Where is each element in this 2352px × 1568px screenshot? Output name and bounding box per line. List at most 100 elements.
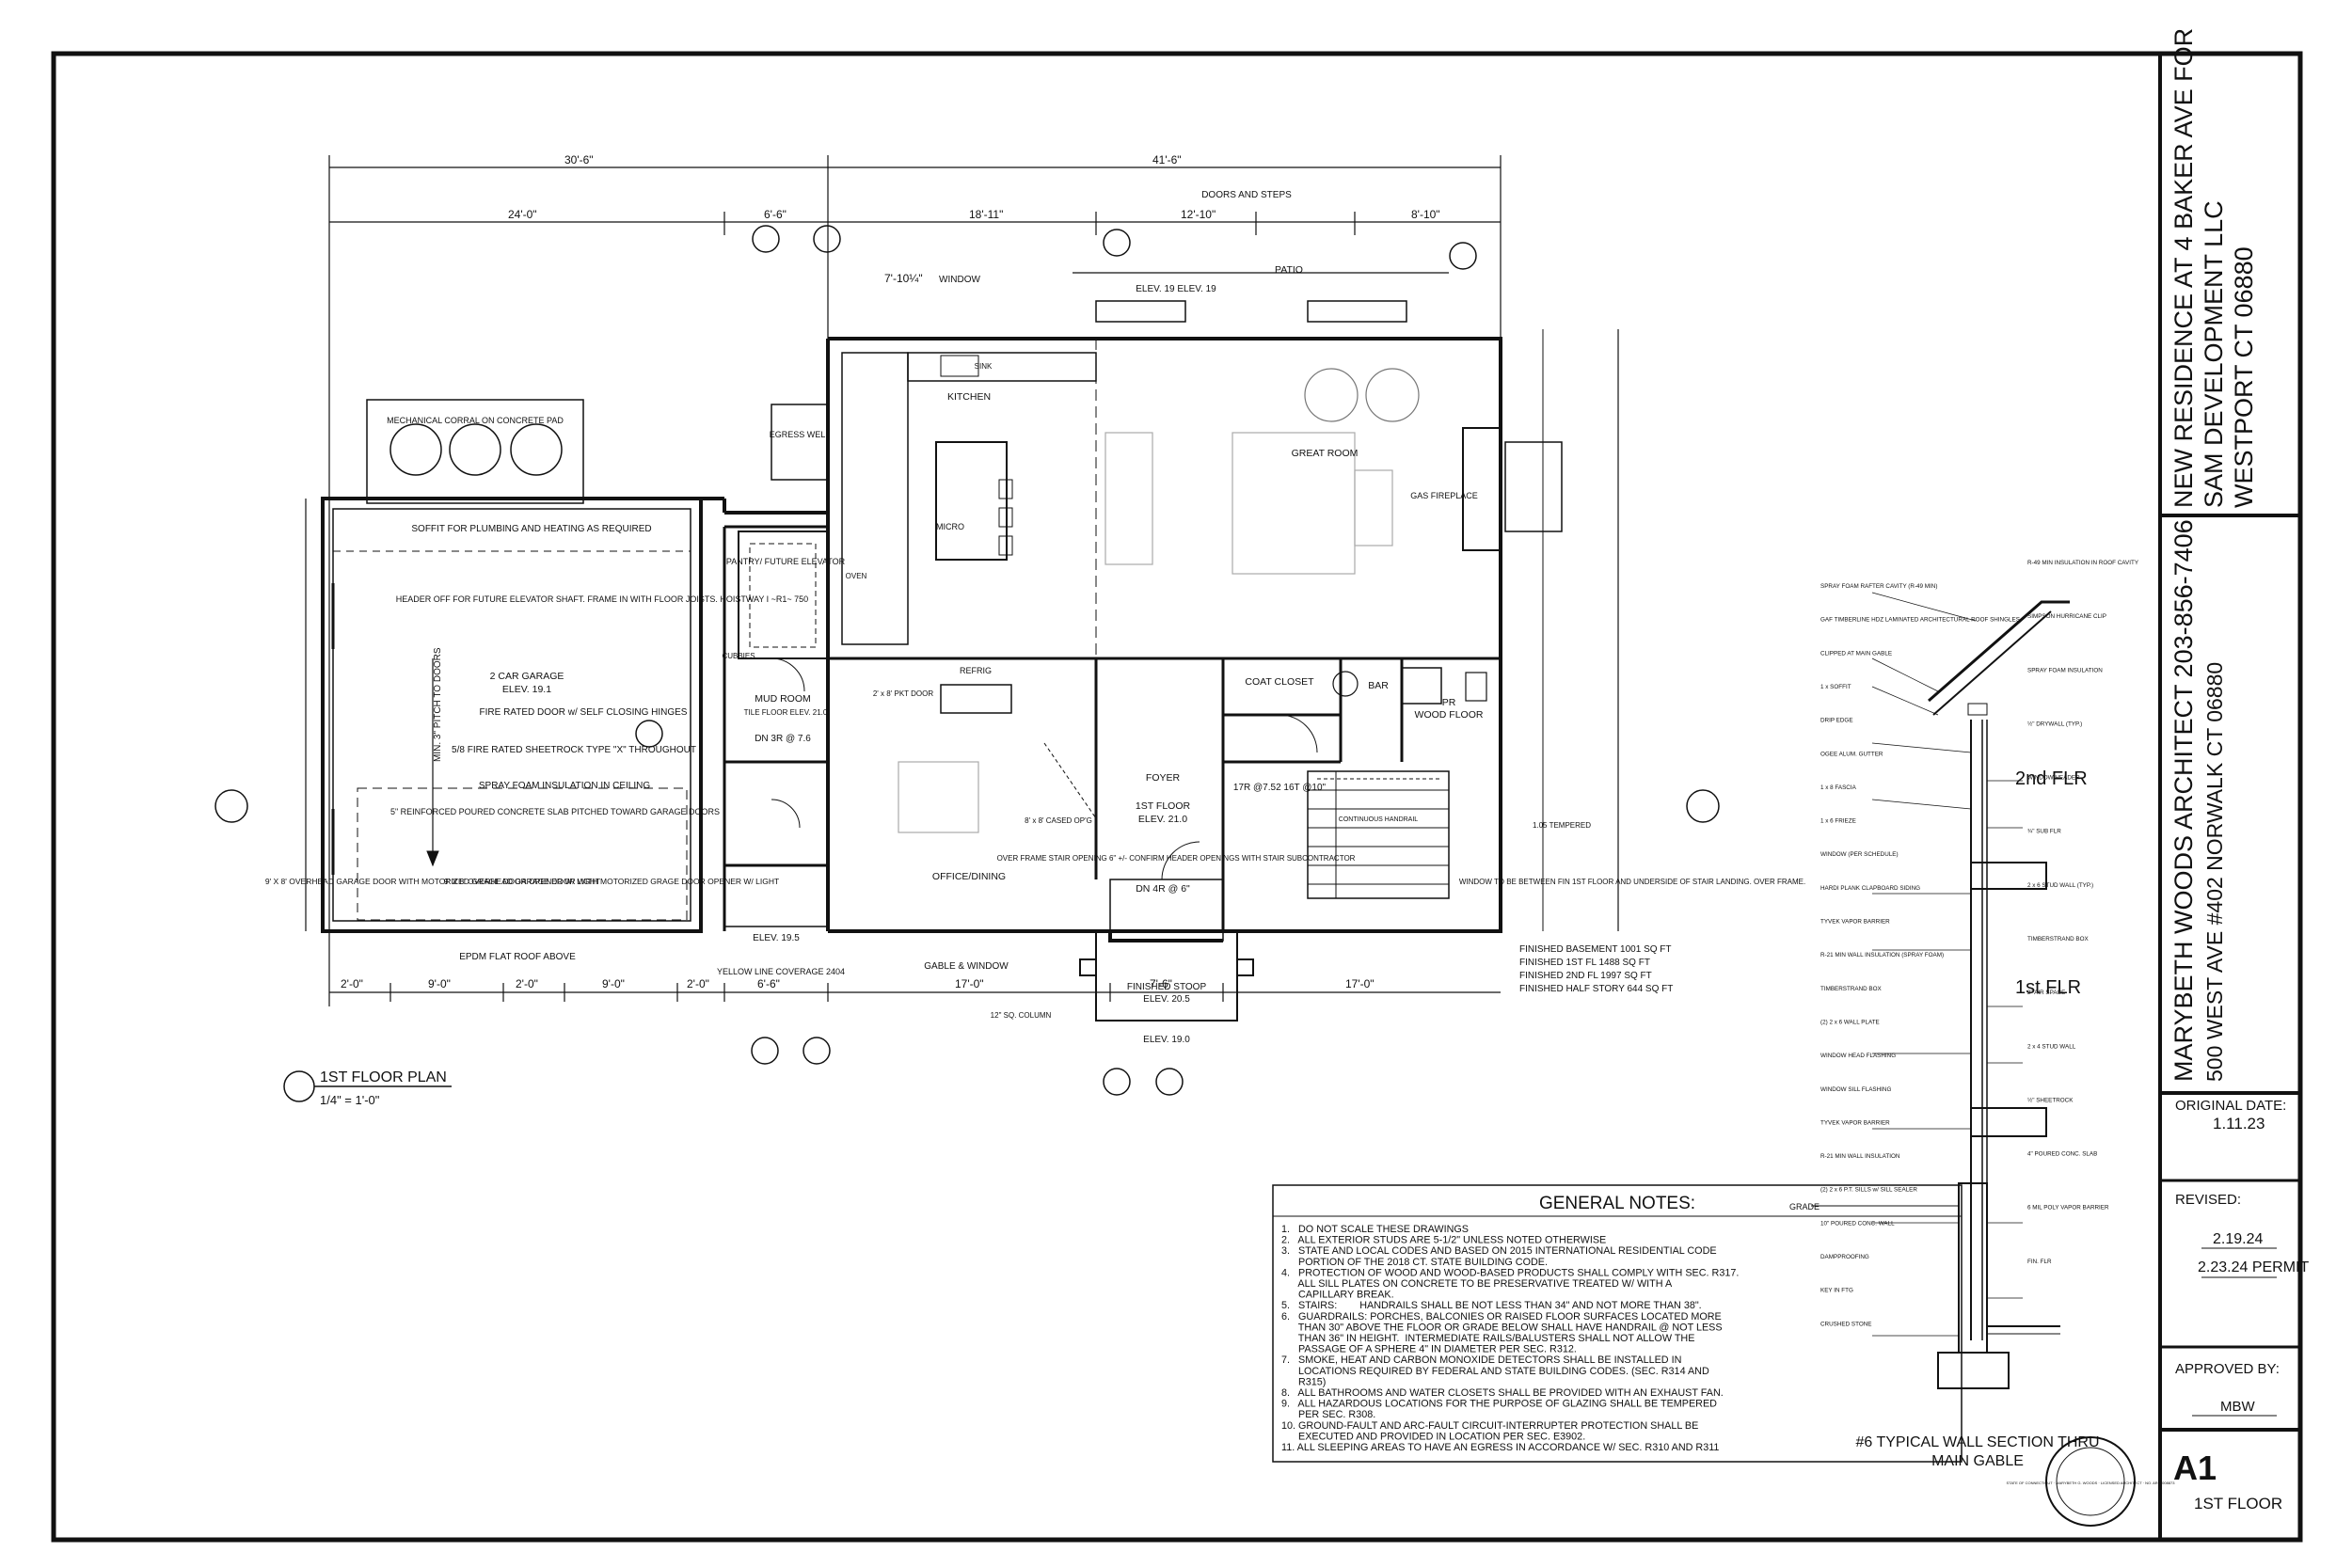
revised-label: REVISED: (2175, 1192, 2241, 1208)
wall-section-label: TYVEK VAPOR BARRIER (1820, 919, 1890, 926)
svg-text:YELLOW LINE COVERAGE 2404: YELLOW LINE COVERAGE 2404 (717, 967, 845, 976)
svg-text:MUD ROOM: MUD ROOM (755, 693, 811, 705)
general-note-line: 7. SMOKE, HEAT AND CARBON MONOXIDE DETEC… (1281, 1354, 1681, 1366)
svg-text:PANTRY/ FUTURE ELEVATOR: PANTRY/ FUTURE ELEVATOR (726, 557, 846, 566)
svg-text:9'-0": 9'-0" (428, 977, 451, 990)
svg-text:SPRAY FOAM INSULATION IN CEILI: SPRAY FOAM INSULATION IN CEILING (479, 781, 650, 791)
svg-text:1.05 TEMPERED: 1.05 TEMPERED (1533, 821, 1591, 830)
wall-section-label: TIMBERSTRAND BOX (2027, 936, 2090, 942)
wall-section-label: CRUSHED STONE (1820, 1321, 1871, 1327)
original-date: 1.11.23 (2213, 1115, 2265, 1132)
svg-text:FINISHED STOOP: FINISHED STOOP (1127, 982, 1207, 992)
wall-section-label: OGEE ALUM. GUTTER (1820, 751, 1883, 757)
wall-section-label: 6 MIL POLY VAPOR BARRIER (2027, 1205, 2109, 1212)
svg-text:FINISHED 1ST FL 1488 SQ FT: FINISHED 1ST FL 1488 SQ FT (1519, 958, 1650, 968)
wall-section-label: SPRAY FOAM INSULATION (2027, 667, 2103, 673)
general-note-line: R315) (1281, 1376, 1326, 1387)
svg-text:DOORS AND STEPS: DOORS AND STEPS (1201, 190, 1292, 200)
architect-seal (2045, 1436, 2136, 1527)
svg-text:OVEN: OVEN (846, 572, 867, 580)
svg-text:FINISHED HALF STORY 644 SQ FT: FINISHED HALF STORY 644 SQ FT (1519, 984, 1673, 994)
general-note-line: ALL SILL PLATES ON CONCRETE TO BE PRESER… (1281, 1278, 1673, 1290)
svg-text:TILE FLOOR ELEV. 21.0: TILE FLOOR ELEV. 21.0 (744, 708, 828, 717)
revised-date-1: 2.19.24 (2213, 1231, 2263, 1247)
plan-scale: 1/4" = 1'-0" (320, 1093, 380, 1107)
svg-text:OFFICE/DINING: OFFICE/DINING (932, 871, 1006, 882)
sheet-number: A1 (2173, 1449, 2217, 1487)
svg-text:9' X 8' OVERHEAD GARAGE DOOR W: 9' X 8' OVERHEAD GARAGE DOOR WITH MOTORI… (265, 877, 600, 886)
level-2nd: 2nd FLR (2015, 768, 2088, 789)
approved-label: APPROVED BY: (2175, 1361, 2280, 1377)
svg-text:ELEV. 19.5: ELEV. 19.5 (753, 933, 800, 943)
svg-text:9'-0": 9'-0" (602, 977, 625, 990)
wall-section-title-1: #6 TYPICAL WALL SECTION THRU (1855, 1434, 2099, 1450)
svg-text:REFRIG: REFRIG (960, 666, 992, 675)
wall-section-right-labels: R-49 MIN INSULATION IN ROOF CAVITYSIMPSO… (2027, 560, 2139, 1265)
wall-section-label: 1 x 6 FRIEZE (1820, 818, 1856, 825)
svg-text:18'-11": 18'-11" (969, 208, 1003, 221)
general-note-line: 5. STAIRS: HANDRAILS SHALL BE NOT LESS T… (1281, 1300, 1702, 1311)
svg-text:DN 3R @ 7.6: DN 3R @ 7.6 (755, 734, 811, 744)
general-note-line: 2. ALL EXTERIOR STUDS ARE 5-1/2" UNLESS … (1281, 1235, 1606, 1246)
svg-text:ELEV. 19.1: ELEV. 19.1 (502, 684, 551, 695)
grade-label: GRADE (1789, 1202, 1820, 1212)
wall-section-label: FIN. FLR (2027, 1259, 2052, 1265)
general-note-line: 9. ALL HAZARDOUS LOCATIONS FOR THE PURPO… (1281, 1399, 1717, 1410)
general-note-line: PORTION OF THE 2018 CT. STATE BUILDING C… (1281, 1257, 1548, 1268)
svg-text:2'-0": 2'-0" (516, 977, 538, 990)
svg-text:SINK: SINK (975, 362, 993, 371)
sheet-title: 1ST FLOOR (2194, 1495, 2282, 1513)
svg-text:17'-0": 17'-0" (1345, 977, 1375, 990)
svg-text:8' x 8' CASED OP'G: 8' x 8' CASED OP'G (1025, 816, 1092, 825)
general-note-line: EXECUTED AND PROVIDED IN LOCATION PER SE… (1281, 1431, 1585, 1442)
plan-notes: MECHANICAL CORRAL ON CONCRETE PAD SOFFIT… (265, 190, 1805, 1045)
general-note-line: THAN 36" IN HEIGHT. INTERMEDIATE RAILS/B… (1281, 1333, 1694, 1344)
svg-text:500 WEST AVE #402 NORWALK C: 500 WEST AVE #402 NORWALK CT 06880 (2202, 662, 2227, 1082)
svg-text:KITCHEN: KITCHEN (947, 391, 991, 403)
svg-text:9' X 8' OVERHEAD GARAGE DOOR W: 9' X 8' OVERHEAD GARAGE DOOR WITH MOTORI… (444, 877, 779, 886)
general-notes-title: GENERAL NOTES: (1539, 1194, 1695, 1213)
wall-section-label: 2 x 6 STUD WALL (TYP.) (2027, 882, 2093, 889)
svg-text:6'-6": 6'-6" (764, 208, 787, 221)
svg-text:5" REINFORCED POURED CONCRETE: 5" REINFORCED POURED CONCRETE SLAB PITCH… (390, 807, 720, 816)
svg-text:ELEV. 20.5: ELEV. 20.5 (1143, 994, 1190, 1005)
wall-section-label: 1 x SOFFIT (1820, 684, 1851, 690)
svg-text:CUBBIES: CUBBIES (722, 652, 755, 660)
wall-section-label: (2) 2 x 6 WALL PLATE (1820, 1019, 1880, 1025)
wall-section-label: SIMPSON HURRICANE CLIP (2027, 613, 2106, 620)
svg-text:2'-0": 2'-0" (687, 977, 709, 990)
approved-by: MBW (2220, 1399, 2256, 1415)
wall-section-label: GAF TIMBERLINE HDZ LAMINATED ARCHITECTUR… (1820, 617, 2020, 624)
wall-section (1811, 592, 2136, 1527)
wall-section-left-labels: SPRAY FOAM RAFTER CAVITY (R-49 MIN)GAF T… (1820, 583, 2020, 1327)
wall-section-label: WINDOW SILL FLASHING (1820, 1086, 1891, 1093)
svg-text:FINISHED BASEMENT 1001 SQ FT: FINISHED BASEMENT 1001 SQ FT (1519, 944, 1672, 955)
svg-text:24'-0": 24'-0" (508, 208, 537, 221)
svg-text:7'-6": 7'-6" (1150, 977, 1172, 990)
wall-section-label: TIMBERSTRAND BOX (1820, 986, 1883, 992)
wall-section-label: CLIPPED AT MAIN GABLE (1820, 650, 1892, 657)
svg-text:BAR: BAR (1368, 680, 1389, 691)
level-1st: 1st FLR (2015, 977, 2081, 998)
svg-text:CONTINUOUS HANDRAIL: CONTINUOUS HANDRAIL (1339, 816, 1419, 823)
svg-text:MARYBETH WOODS ARCHITECT 203-8: MARYBETH WOODS ARCHITECT 203-856-7406 (2169, 519, 2198, 1082)
svg-text:ELEV. 19 ELEV. 19: ELEV. 19 ELEV. 19 (1136, 284, 1216, 294)
svg-text:DN 4R @ 6": DN 4R @ 6" (1136, 883, 1190, 895)
svg-text:EGRESS WELL: EGRESS WELL (770, 430, 831, 439)
general-note-line: 11. ALL SLEEPING AREAS TO HAVE AN EGRESS… (1281, 1442, 1719, 1453)
svg-text:FIRE RATED DOOR w/ SELF CLOSIN: FIRE RATED DOOR w/ SELF CLOSING HINGES (480, 707, 688, 718)
wall-section-label: KEY IN FTG (1820, 1288, 1853, 1294)
svg-text:30'-6": 30'-6" (564, 153, 594, 166)
wall-section-label: ½" SHEETROCK (2027, 1096, 2074, 1103)
garage-pitch-note: MIN. 3" PITCH TO DOORS (433, 647, 443, 762)
general-note-line: 8. ALL BATHROOMS AND WATER CLOSETS SHALL… (1281, 1387, 1724, 1399)
svg-text:EPDM FLAT ROOF ABOVE: EPDM FLAT ROOF ABOVE (459, 952, 576, 962)
original-date-label: ORIGINAL DATE: (2175, 1098, 2286, 1114)
revised-date-2: 2.23.24 PERMIT (2198, 1259, 2310, 1275)
svg-text:7'-10¼": 7'-10¼" (884, 272, 923, 285)
svg-text:OVER FRAME STAIR OPENING 6" +/: OVER FRAME STAIR OPENING 6" +/- CONFIRM … (997, 854, 1356, 863)
svg-text:6'-6": 6'-6" (757, 977, 780, 990)
svg-text:WINDOW: WINDOW (939, 275, 980, 285)
wall-section-label: WINDOW (PER SCHEDULE) (1820, 851, 1899, 858)
svg-text:2' x 8' PKT DOOR: 2' x 8' PKT DOOR (873, 689, 933, 698)
